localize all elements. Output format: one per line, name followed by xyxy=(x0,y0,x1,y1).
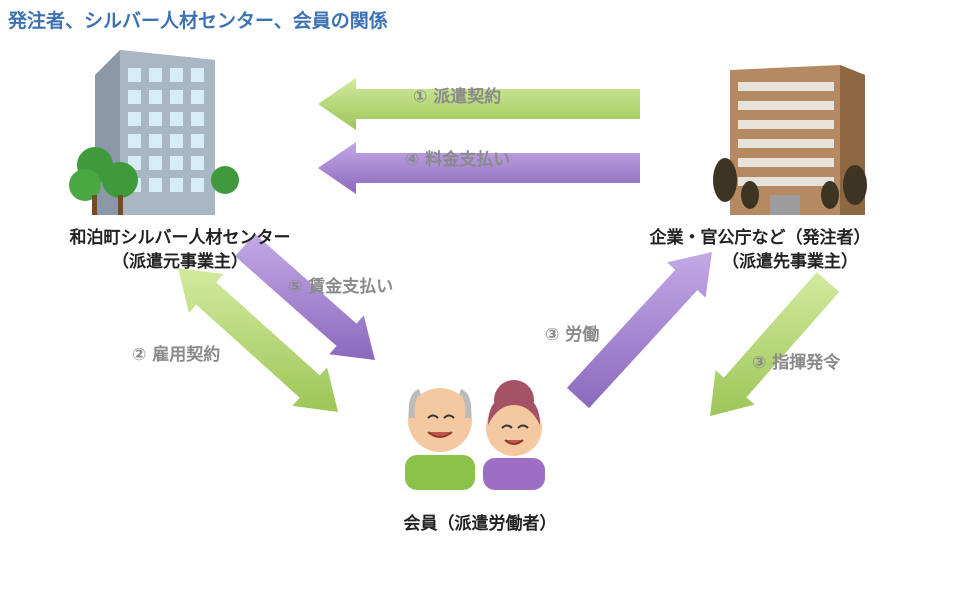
command-label: ③ 指揮発令 xyxy=(752,353,841,373)
silver-center-building-icon xyxy=(69,50,239,215)
member-label: 会員（派遣労働者） xyxy=(403,514,557,534)
members-illustration-icon xyxy=(405,380,545,490)
dispatch-contract-arrow xyxy=(318,78,640,130)
client-name: 企業・官公庁など（発注者） xyxy=(649,228,871,248)
diagram-title: 発注者、シルバー人材センター、会員の関係 xyxy=(8,10,388,32)
labor-arrow xyxy=(566,252,712,409)
fee-payment-arrow xyxy=(318,142,640,194)
wage-payment-label: ⑤ 賃金支払い xyxy=(288,277,394,297)
fee-payment-label: ④ 料金支払い xyxy=(405,150,511,170)
employment-contract-label: ② 雇用契約 xyxy=(132,345,221,365)
client-role: （派遣先事業主） xyxy=(722,252,858,272)
client-building-icon xyxy=(713,65,867,215)
client-label: 企業・官公庁など（発注者） （派遣先事業主） xyxy=(590,226,930,274)
employment-contract-arrow xyxy=(178,268,338,412)
silver-center-label: 和泊町シルバー人材センター （派遣元事業主） xyxy=(20,226,340,274)
command-arrow xyxy=(710,272,840,416)
dispatch-contract-label: ① 派遣契約 xyxy=(413,87,502,107)
silver-center-role: （派遣元事業主） xyxy=(112,252,248,272)
wage-payment-arrow xyxy=(235,233,375,360)
labor-label: ③ 労働 xyxy=(545,325,600,345)
silver-center-name: 和泊町シルバー人材センター xyxy=(69,228,291,248)
